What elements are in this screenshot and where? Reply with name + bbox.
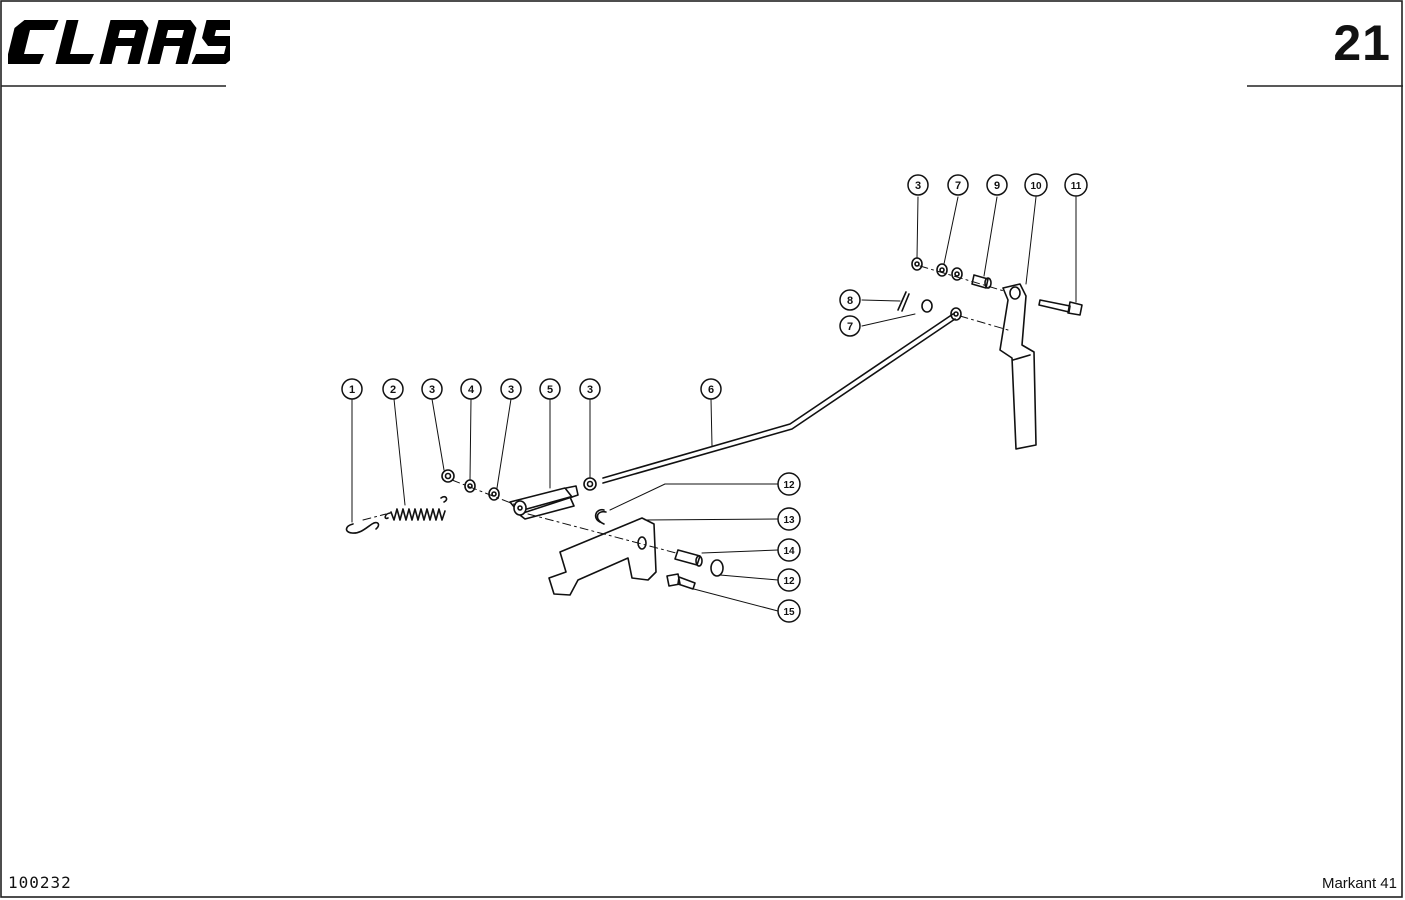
callout-label-1: 1	[349, 384, 355, 396]
callout-3d	[907, 174, 929, 196]
callout-label-10: 10	[1030, 181, 1042, 192]
part-5-clevis	[509, 398, 579, 520]
part-8-pin	[861, 291, 910, 312]
callout-10	[1024, 173, 1048, 197]
part-7-washer-upper	[936, 196, 963, 281]
callout-label-2: 2	[390, 384, 396, 396]
part-1-hook	[345, 398, 380, 534]
claas-logo	[8, 20, 230, 64]
callout-label-9: 9	[994, 180, 1000, 192]
callout-7a	[947, 174, 969, 196]
callout-13	[777, 507, 801, 531]
callout-label-3d: 3	[915, 180, 921, 192]
part-11-bolt	[1038, 196, 1083, 316]
callout-label-6: 6	[708, 384, 714, 396]
callout-label-12b: 12	[783, 576, 795, 587]
callout-label-12a: 12	[783, 480, 795, 491]
part-9-bushing	[971, 196, 998, 289]
callout-3c	[579, 378, 601, 400]
callout-label-11: 11	[1071, 181, 1082, 192]
assembly-axis-lines	[362, 265, 1009, 554]
callout-3b	[500, 378, 522, 400]
callout-6	[700, 378, 722, 400]
callout-label-15: 15	[783, 607, 795, 618]
callout-11	[1064, 173, 1088, 197]
part-13-bracket	[548, 517, 779, 596]
callout-label-4: 4	[468, 384, 475, 396]
part-12-ring-lower	[710, 559, 779, 581]
callout-12b	[777, 568, 801, 592]
part-3-nut-b	[488, 398, 512, 501]
callout-label-3c: 3	[587, 384, 593, 396]
callout-label-8: 8	[847, 295, 853, 307]
part-12-ring	[594, 483, 779, 525]
callout-8	[839, 289, 861, 311]
callout-12a	[777, 472, 801, 496]
model-name: Markant 41	[1321, 875, 1397, 892]
callout-label-5: 5	[547, 384, 553, 396]
part-15-bolt	[666, 573, 779, 612]
part-7-washer-mid	[861, 299, 962, 327]
part-3-nut	[431, 398, 455, 483]
callout-label-3a: 3	[429, 384, 435, 396]
callout-label-14: 14	[783, 546, 795, 557]
callout-7b	[839, 315, 861, 337]
callout-9	[986, 174, 1008, 196]
callout-label-3b: 3	[508, 384, 514, 396]
part-3-nut-upper	[911, 196, 923, 271]
part-3-nut-c	[583, 398, 597, 491]
document-id: 100232	[8, 873, 72, 892]
callout-label-7b: 7	[847, 321, 853, 333]
callout-5	[539, 378, 561, 400]
callout-1	[341, 378, 363, 400]
part-6-rod	[602, 313, 956, 484]
part-14-bushing	[674, 549, 779, 567]
page-number: 21	[1333, 15, 1391, 71]
part-4-washer	[464, 398, 476, 493]
callout-2	[382, 378, 404, 400]
callout-label-7a: 7	[955, 180, 961, 192]
callout-3a	[421, 378, 443, 400]
callout-label-13: 13	[783, 515, 795, 526]
callout-15	[777, 599, 801, 623]
callout-14	[777, 538, 801, 562]
part-2-spring	[384, 398, 448, 521]
part-10-lever	[999, 196, 1037, 450]
callout-4	[460, 378, 482, 400]
